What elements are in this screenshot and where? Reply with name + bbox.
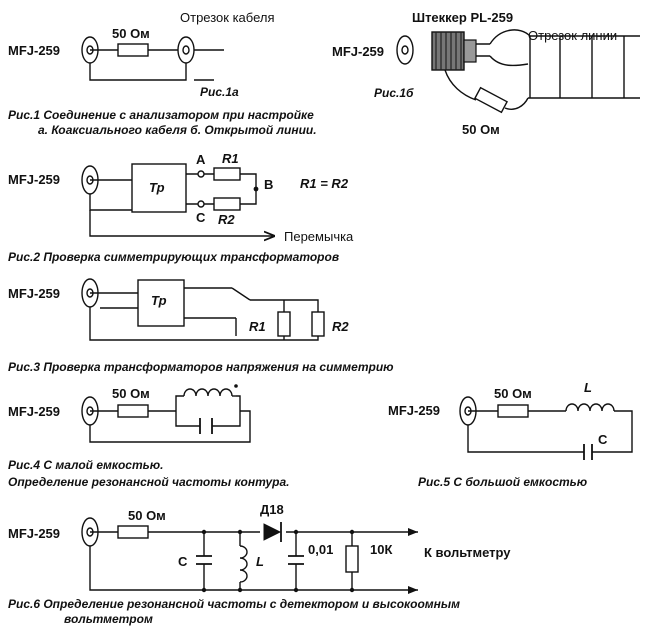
- fig1b-open-line: [528, 35, 640, 99]
- fig5-analyzer-label: MFJ-259: [388, 403, 440, 418]
- fig6-bottom-rail: [89, 546, 418, 591]
- fig4-inductor: [183, 388, 233, 397]
- fig6-caption-line1: Рис.6 Определение резонансной частоты с …: [8, 597, 460, 611]
- fig1a-resistor: [117, 43, 149, 57]
- fig4-analyzer-label: MFJ-259: [8, 404, 60, 419]
- fig2-caption: Рис.2 Проверка симметрирующих трансформа…: [8, 250, 339, 264]
- fig4-caption-line1: Рис.4 С малой емкостью.: [8, 458, 164, 472]
- fig4-circuit: MFJ-259 50 Ом: [8, 384, 251, 443]
- fig2-point-c-label: С: [196, 210, 206, 225]
- fig4-inductor-dot: [234, 384, 238, 388]
- fig1b-plug-icon: [431, 31, 490, 71]
- fig2-point-a-label: А: [196, 152, 206, 167]
- fig1a-cable-label: Отрезок кабеля: [180, 10, 275, 25]
- fig1b-analyzer-label: MFJ-259: [332, 44, 384, 59]
- fig3-r1: [277, 311, 291, 337]
- fig6-diode: [263, 522, 282, 542]
- fig3-transformer: [137, 279, 185, 327]
- fig4-resistor-label: 50 Ом: [112, 386, 150, 401]
- fig2-equation: R1 = R2: [300, 176, 349, 191]
- fig6-inductor: [239, 545, 248, 583]
- fig6-res-value-label: 10К: [370, 542, 392, 557]
- fig3-r2: [311, 311, 325, 337]
- fig1a-circuit: MFJ-259 50 Ом Отрезок кабеля Рис.1а: [8, 10, 275, 99]
- fig2-point-c-terminal: [197, 200, 205, 208]
- fig2-jumper-arrow: [89, 210, 274, 236]
- fig1b-resistor: [473, 86, 509, 114]
- fig1a-resistor-label: 50 Ом: [112, 26, 150, 41]
- fig6-voltmeter-label: К вольтметру: [424, 545, 511, 560]
- fig5-capacitor: [583, 444, 593, 460]
- fig2-transformer: [131, 163, 187, 213]
- fig1-caption-line1: Рис.1 Соединение с анализатором при наст…: [8, 108, 314, 122]
- fig6-capacitor-001: [288, 555, 304, 565]
- fig1b-connector-label: Штеккер PL-259: [412, 10, 513, 25]
- fig1a-sublabel: Рис.1а: [200, 85, 239, 99]
- fig6-junction-dots: [201, 529, 355, 593]
- fig1-caption-line2: а. Коаксиального кабеля б. Открытой лини…: [38, 123, 317, 137]
- fig6-output-arrows: [408, 528, 418, 594]
- fig6-capacitor-c: [196, 555, 212, 565]
- fig5-inductor-label: L: [584, 380, 592, 395]
- fig6-diode-label: Д18: [260, 502, 284, 517]
- fig2-r1: [213, 167, 241, 181]
- fig6-resistor-label: 50 Ом: [128, 508, 166, 523]
- fig2-jumper-label: Перемычка: [284, 229, 354, 244]
- fig2-analyzer-label: MFJ-259: [8, 172, 60, 187]
- fig5-resistor: [497, 404, 529, 418]
- fig6-inductor-label: L: [256, 554, 264, 569]
- fig3-transformer-label: Тр: [151, 293, 167, 308]
- fig2-circuit: MFJ-259 Тр А С R1 R2 В R1 = R2 Перемычка: [8, 151, 354, 244]
- fig4-capacitor: [199, 418, 213, 434]
- fig6-resistor: [117, 525, 149, 539]
- fig3-r2-label: R2: [332, 319, 349, 334]
- fig6-analyzer-label: MFJ-259: [8, 526, 60, 541]
- fig4-caption-line2: Определение резонансной частоты контура.: [8, 475, 289, 489]
- fig3-circuit: MFJ-259 Тр R1 R2: [8, 278, 349, 341]
- fig3-caption: Рис.3 Проверка трансформаторов напряжени…: [8, 360, 394, 374]
- fig1b-circuit: Штеккер PL-259 MFJ-259 Отрезок линии 50 …: [332, 10, 640, 137]
- fig2-point-b-node: [253, 186, 259, 192]
- fig2-transformer-label: Тр: [149, 180, 165, 195]
- fig6-circuit: MFJ-259 50 Ом C L Д18 0,01 10К К вольтм: [8, 502, 511, 594]
- fig2-r2: [213, 197, 241, 211]
- fig2-r2-label: R2: [218, 212, 235, 227]
- fig5-inductor: [565, 403, 615, 412]
- fig3-analyzer-label: MFJ-259: [8, 286, 60, 301]
- fig1b-resistor-label: 50 Ом: [462, 122, 500, 137]
- fig3-r1-label: R1: [249, 319, 266, 334]
- fig6-resistor-10k: [345, 545, 359, 573]
- fig1a-analyzer-label: MFJ-259: [8, 43, 60, 58]
- fig1b-socket: [396, 35, 414, 65]
- fig4-resistor: [117, 404, 149, 418]
- fig6-caption-line2: вольтметром: [64, 612, 153, 626]
- fig1a-connector-right: [177, 36, 195, 64]
- fig5-capacitor-label: C: [598, 432, 608, 447]
- fig5-resistor-label: 50 Ом: [494, 386, 532, 401]
- fig2-point-b-label: В: [264, 177, 273, 192]
- fig5-circuit: MFJ-259 50 Ом L C: [388, 380, 633, 460]
- fig5-caption: Рис.5 С большой емкостью: [418, 475, 587, 489]
- fig6-capacitor-label: C: [178, 554, 188, 569]
- fig6-cap-value-label: 0,01: [308, 542, 333, 557]
- fig2-r1-label: R1: [222, 151, 239, 166]
- fig1b-sublabel: Рис.1б: [374, 86, 414, 100]
- fig2-point-a-terminal: [197, 170, 205, 178]
